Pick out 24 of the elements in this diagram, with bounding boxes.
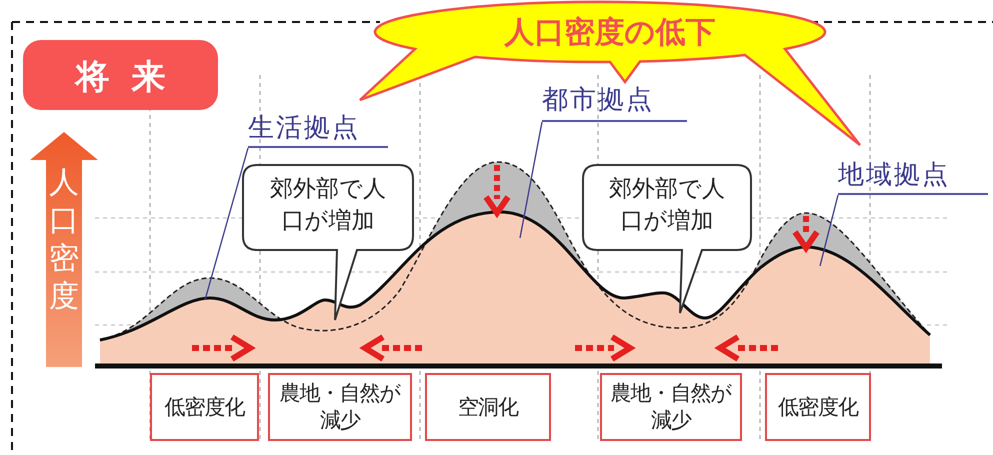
axis-label: 人口密度 <box>49 164 79 316</box>
label-box <box>150 373 259 441</box>
leader-line <box>819 194 839 266</box>
label-box <box>600 373 742 441</box>
axis-arrow <box>30 132 98 367</box>
speech-bubble <box>243 165 413 323</box>
label-text: 低密度化 <box>164 394 246 420</box>
label-box <box>268 373 412 441</box>
label-text: 郊外部で人口が増加 <box>608 175 726 236</box>
label-text: 農地・自然が減少 <box>610 380 733 434</box>
label-text: 地域拠点 <box>838 159 951 192</box>
label-text: 郊外部で人口が増加 <box>269 175 387 236</box>
leader-line <box>204 148 249 300</box>
label-text: 農地・自然が減少 <box>278 380 402 434</box>
label-box <box>425 373 551 441</box>
label-text: 空洞化 <box>457 394 520 420</box>
badge-text: 将来 <box>74 56 188 99</box>
label-text: 都市拠点 <box>542 84 655 117</box>
label-text: 生活拠点 <box>248 112 361 145</box>
title-badge <box>23 40 218 110</box>
label-text: 低密度化 <box>777 394 860 420</box>
callout-text: 人口密度の低下 <box>503 14 716 52</box>
label-box <box>765 373 871 441</box>
leader-line <box>519 122 543 238</box>
